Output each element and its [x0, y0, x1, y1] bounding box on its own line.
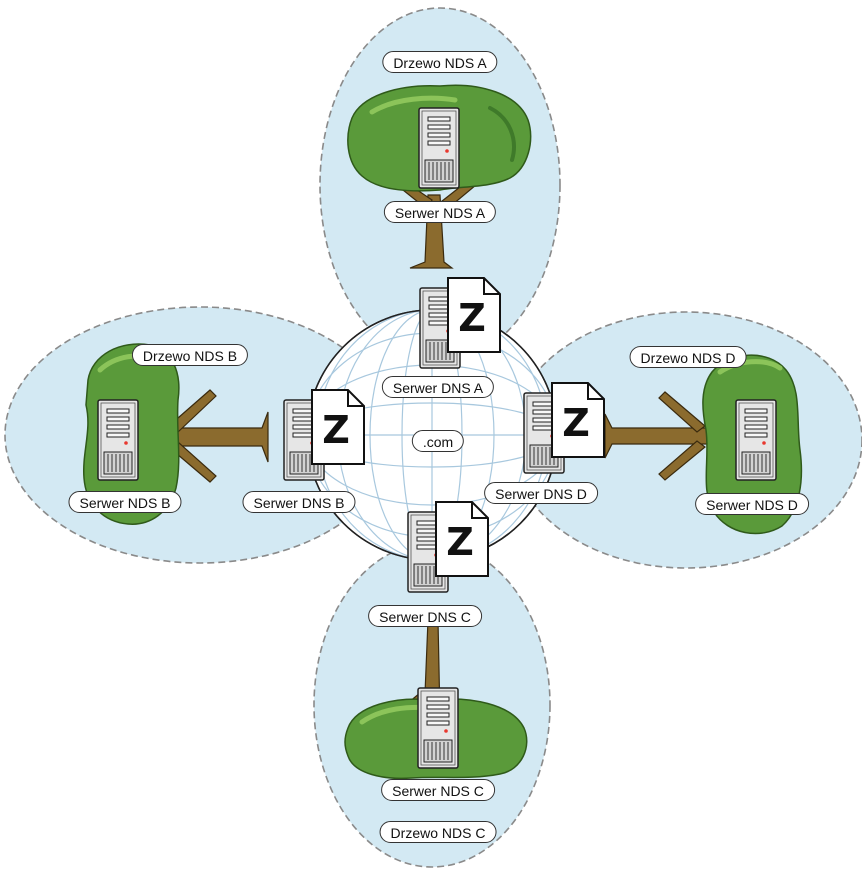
tree-d-trunk: [604, 391, 713, 481]
server-icon-nds-b: [97, 399, 139, 481]
server-icon-nds-a: [418, 107, 460, 189]
label-dns-server-d: Serwer DNS D: [484, 482, 598, 504]
zone-letter-d: Z: [562, 401, 590, 445]
zone-letter-b: Z: [322, 408, 350, 452]
zone-letter-a: Z: [458, 296, 486, 340]
label-dns-server-c: Serwer DNS C: [368, 605, 482, 627]
label-nds-server-c: Serwer NDS C: [381, 779, 495, 801]
label-nds-server-b: Serwer NDS B: [68, 491, 182, 513]
label-nds-server-a: Serwer NDS A: [383, 201, 497, 223]
label-dns-server-b: Serwer DNS B: [242, 491, 356, 513]
label-tree-b: Drzewo NDS B: [131, 344, 249, 366]
label-domain-com: .com: [411, 430, 465, 452]
label-tree-d: Drzewo NDS D: [629, 346, 747, 368]
label-tree-a: Drzewo NDS A: [382, 51, 498, 73]
server-icon-nds-c: [417, 687, 459, 769]
server-icon-nds-d: [735, 399, 777, 481]
label-tree-c: Drzewo NDS C: [379, 821, 497, 843]
label-nds-server-d: Serwer NDS D: [695, 493, 809, 515]
zone-letter-c: Z: [446, 520, 474, 564]
label-dns-server-a: Serwer DNS A: [381, 376, 495, 398]
